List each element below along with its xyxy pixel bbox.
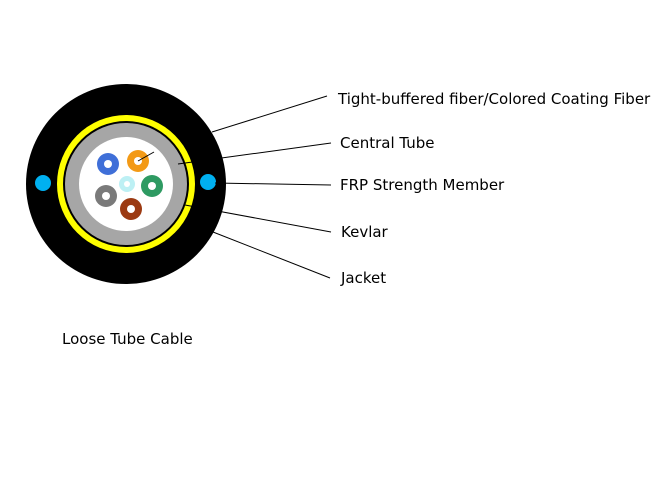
leader-lines: [137, 95, 332, 279]
fiber-brown-core: [127, 205, 135, 213]
frp-strength-member-left: [35, 175, 51, 191]
label-kevlar: Kevlar: [341, 223, 389, 241]
leader-line-central-tube: [177, 142, 332, 165]
callout-labels: Tight-buffered fiber/Colored Coating Fib…: [337, 90, 651, 287]
fiber-aqua-core: [124, 181, 130, 187]
leader-line-frp-strength-member: [214, 182, 332, 186]
fiber-green-core: [148, 182, 156, 190]
fiber-bundle: [95, 150, 163, 220]
label-jacket: Jacket: [340, 269, 386, 287]
leader-line-tight-buffered-fiber-inner: [137, 151, 155, 162]
leader-line-kevlar: [184, 204, 332, 233]
frp-strength-member-right: [200, 174, 216, 190]
fiber-blue-core: [104, 160, 112, 168]
label-frp-strength-member: FRP Strength Member: [340, 176, 505, 194]
label-tight-buffered-fiber: Tight-buffered fiber/Colored Coating Fib…: [337, 90, 651, 108]
fiber-gray-core: [102, 192, 110, 200]
leader-line-jacket: [212, 231, 331, 279]
leader-line-tight-buffered-fiber: [211, 95, 328, 133]
label-central-tube: Central Tube: [340, 134, 435, 152]
diagram-caption: Loose Tube Cable: [62, 330, 193, 348]
